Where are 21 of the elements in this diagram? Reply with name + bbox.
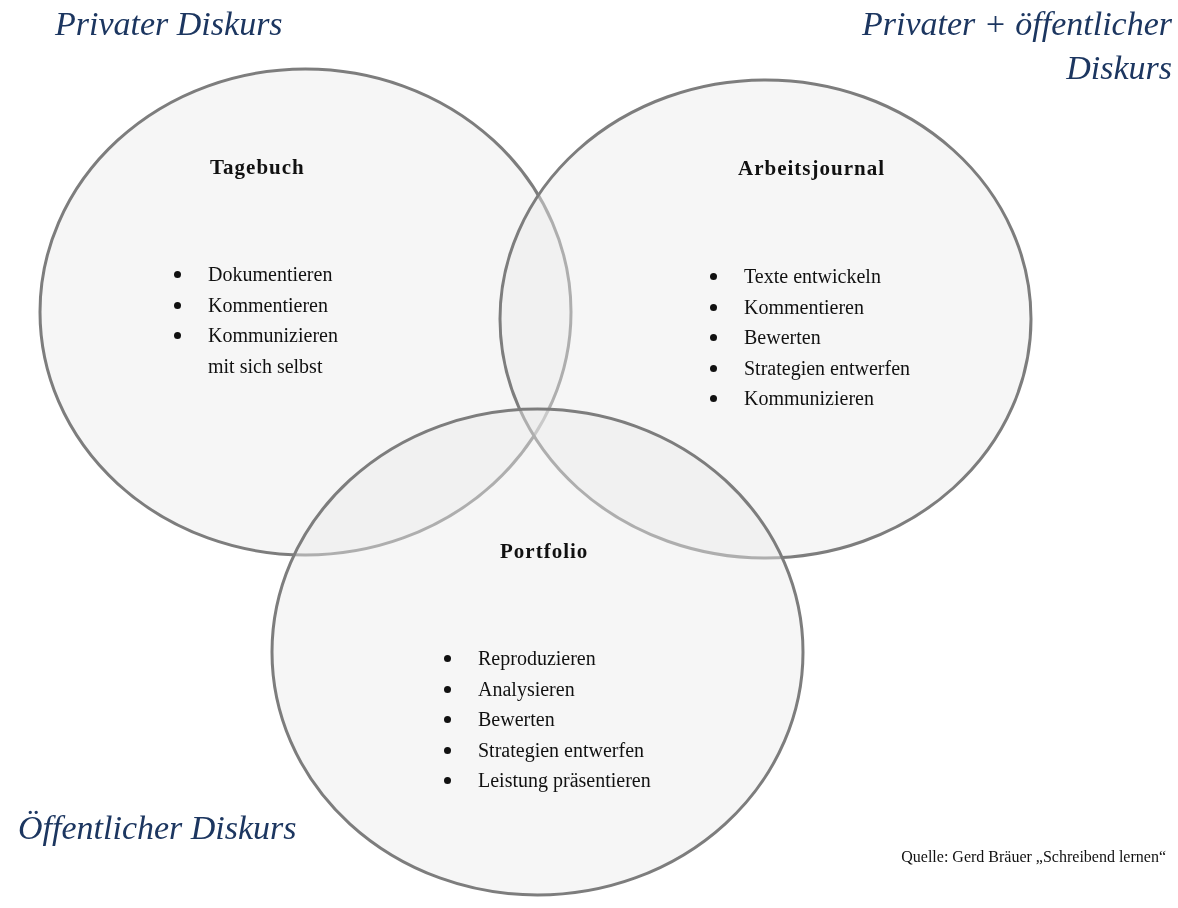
discourse-label: Öffentlicher Diskurs (18, 808, 297, 848)
venn-circle (498, 78, 1033, 560)
bullet-item: Kommunizieren mit sich selbst (208, 320, 358, 381)
circle-heading: Portfolio (500, 539, 589, 564)
bullet-item: Kommentieren (208, 289, 358, 320)
bullet-item: Kommentieren (744, 291, 1004, 322)
bullet-item: Strategien entwerfen (478, 734, 738, 765)
bullet-item: Bewerten (744, 322, 1004, 353)
bullet-item: Analysieren (478, 673, 738, 704)
bullet-item: Strategien entwerfen (744, 352, 1004, 383)
bullet-item: Dokumentieren (208, 259, 358, 290)
bullet-item: Kommunizieren (744, 383, 1004, 414)
discourse-label: Privater + öffentlicher Diskurs (861, 4, 1172, 88)
circle-heading: Arbeitsjournal (738, 156, 885, 181)
bullet-item: Texte entwickeln (744, 261, 1004, 292)
discourse-label: Privater Diskurs (55, 4, 283, 44)
source-caption: Quelle: Gerd Bräuer „Schreibend lernen“ (901, 848, 1166, 866)
bullet-item: Bewerten (478, 704, 738, 735)
circle-heading: Tagebuch (210, 155, 305, 180)
bullet-item: Reproduzieren (478, 643, 738, 674)
bullet-item: Leistung präsentieren (478, 765, 738, 796)
